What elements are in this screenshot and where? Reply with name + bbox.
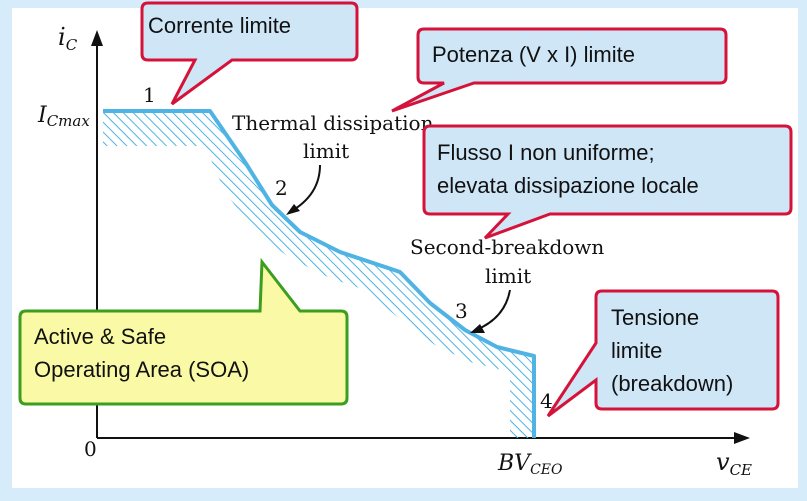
callout-potenza-limite: Potenza (V x I) limite <box>391 27 728 113</box>
origin-label: 0 <box>84 437 97 461</box>
y-axis-arrow <box>91 30 103 46</box>
callout-soa-text-line2: Operating Area (SOA) <box>34 357 249 382</box>
callout-tensione: Tensione limite (breakdown) <box>546 289 780 418</box>
callout-tensione-text-line3: (breakdown) <box>611 371 733 396</box>
soa-hatch-band <box>103 111 534 438</box>
thermal-limit-label-line2: limit <box>303 139 349 163</box>
y-axis-label: iC <box>58 23 78 54</box>
second-breakdown-label-line1: Second-breakdown <box>410 235 604 259</box>
bvceo-label: BVCEO <box>497 451 563 478</box>
callout-flusso: Flusso I non uniforme; elevata dissipazi… <box>422 124 793 240</box>
second-breakdown-arrow <box>470 289 511 333</box>
soa-boundary-curve <box>103 109 536 438</box>
x-axis-label: vCE <box>716 448 752 479</box>
callout-corrente-limite: Corrente limite <box>140 1 359 106</box>
callout-tensione-text-line2: limite <box>611 338 662 363</box>
callout-potenza-text: Potenza (V x I) limite <box>432 42 635 67</box>
callout-flusso-text-line2: elevata dissipazione locale <box>437 173 699 198</box>
callout-tensione-text-line1: Tensione <box>611 305 699 330</box>
segment-2-label: 2 <box>275 176 288 200</box>
segment-4-label: 4 <box>540 389 553 413</box>
second-breakdown-label-line2: limit <box>485 264 531 288</box>
icmax-label: ICmax <box>37 103 90 130</box>
callout-soa-text-line1: Active & Safe <box>34 324 166 349</box>
callout-flusso-text-line1: Flusso I non uniforme; <box>437 140 655 165</box>
thermal-limit-label-line1: Thermal dissipation <box>232 111 434 135</box>
thermal-arrow <box>286 164 321 215</box>
callout-corrente-text: Corrente limite <box>148 13 291 38</box>
segment-3-label: 3 <box>455 299 468 323</box>
callout-soa: Active & Safe Operating Area (SOA) <box>18 257 349 406</box>
segment-1-label: 1 <box>143 83 156 107</box>
x-axis-arrow <box>734 432 750 444</box>
